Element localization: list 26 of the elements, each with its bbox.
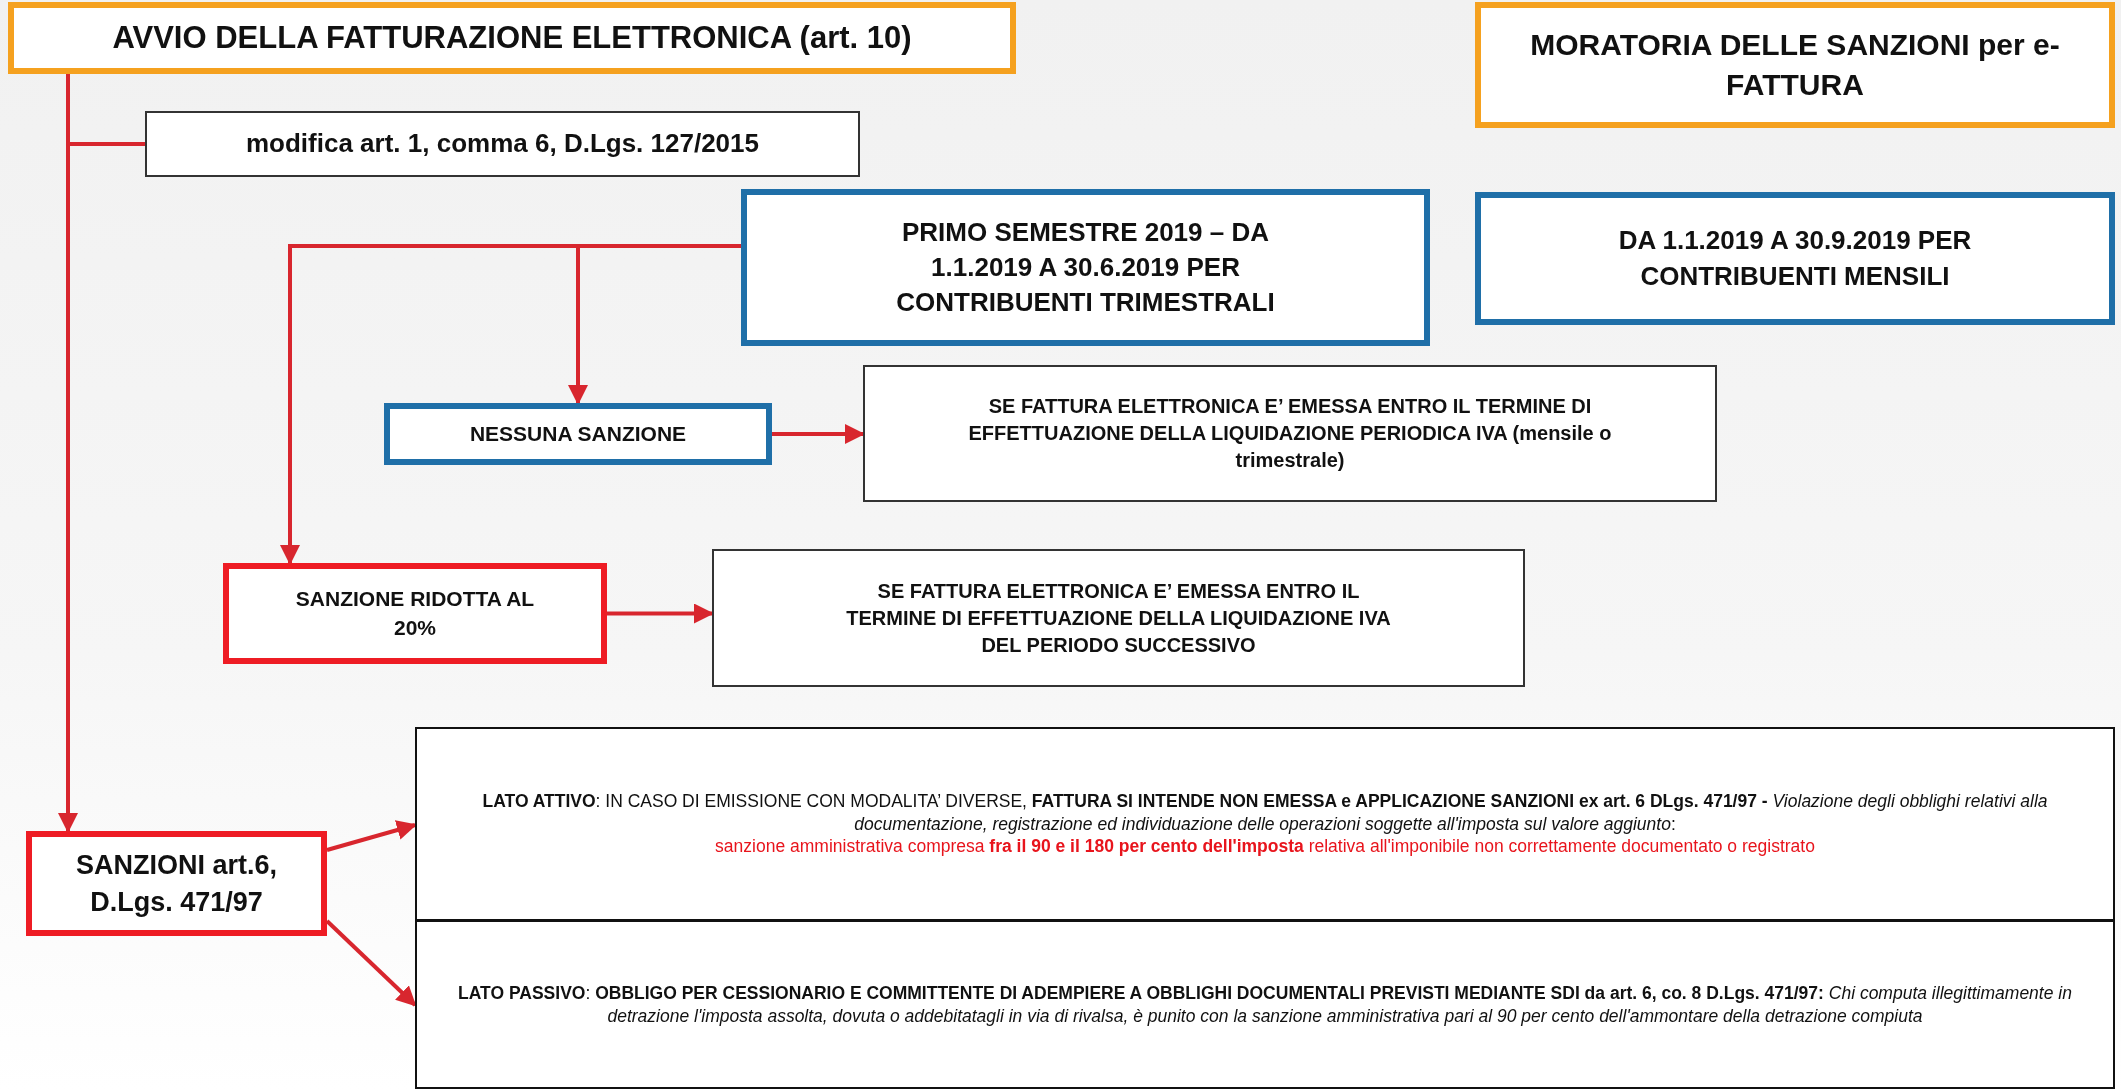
outcome-box <box>223 563 607 664</box>
arrow <box>772 424 865 444</box>
condition-box <box>863 365 1717 502</box>
period-box <box>1475 192 2115 325</box>
rule-paragraph: LATO PASSIVO: OBBLIGO PER CESSIONARIO E COMMITTENTE DI ADEMPIERE A OBBLIGHI DOCUMENTALI PREVISTI MEDIANTE SDI da art. 6, co. 8 D.Lgs. 471/97: Chi computa illegittimamente in detrazione l'imposta assolta, dovuta o addebitatagli in via di rivalsa, è punito con la sanzione amministrativa pari al 90 per cento dell'ammontare della detrazione compiuta <box>457 981 2073 1028</box>
box-text: PRIMO SEMESTRE 2019 – DA 1.1.2019 A 30.6.2019 PER CONTRIBUENTI TRIMESTRALI <box>895 215 1276 320</box>
rule-paragraph: sanzione amministrativa compresa fra il 90 e il 180 per cento dell'imposta relativa all'imponibile non correttamente documentato o registrato <box>715 835 1815 859</box>
box-text: SE FATTURA ELETTRONICA E’ EMESSA ENTRO IL TERMINE DI EFFETTUAZIONE DELLA LIQUIDAZIONE IVA DEL PERIODO SUCCESSIVO <box>845 578 1392 658</box>
box-text: modifica art. 1, comma 6, D.Lgs. 127/2015 <box>246 127 759 161</box>
arrow <box>326 820 417 852</box>
title-box <box>1475 2 2115 128</box>
box-text: NESSUNA SANZIONE <box>469 420 687 447</box>
condition-box <box>712 549 1525 687</box>
box-text: MORATORIA DELLE SANZIONI per e-FATTURA <box>1529 26 2061 103</box>
sanction-box <box>26 831 327 936</box>
title-box <box>8 2 1016 74</box>
box-text: AVVIO DELLA FATTURAZIONE ELETTRONICA (art. 10) <box>112 19 912 58</box>
reference-box <box>145 111 860 177</box>
box-text: SE FATTURA ELETTRONICA E’ EMESSA ENTRO IL TERMINE DI EFFETTUAZIONE DELLA LIQUIDAZIONE PERIODICA IVA (mensile o trimestrale) <box>967 394 1613 473</box>
box-text: SANZIONE RIDOTTA AL 20% <box>295 586 535 641</box>
period-box <box>741 189 1430 346</box>
box-text: SANZIONI art.6, D.Lgs. 471/97 <box>74 849 278 919</box>
rule-paragraph: LATO ATTIVO: IN CASO DI EMISSIONE CON MODALITA’ DIVERSE, FATTURA SI INTENDE NON EMESSA e APPLICAZIONE SANZIONI ex art. 6 DLgs. 471/97 - Violazione degli obblighi relativi alla documentazione, registrazione ed individuazione delle operazioni soggette all'imposta sul valore aggiunto: <box>481 789 2049 836</box>
arrow <box>607 603 714 624</box>
box-text: DA 1.1.2019 A 30.9.2019 PER CONTRIBUENTI MENSILI <box>1617 224 1973 293</box>
outcome-box <box>384 403 772 465</box>
